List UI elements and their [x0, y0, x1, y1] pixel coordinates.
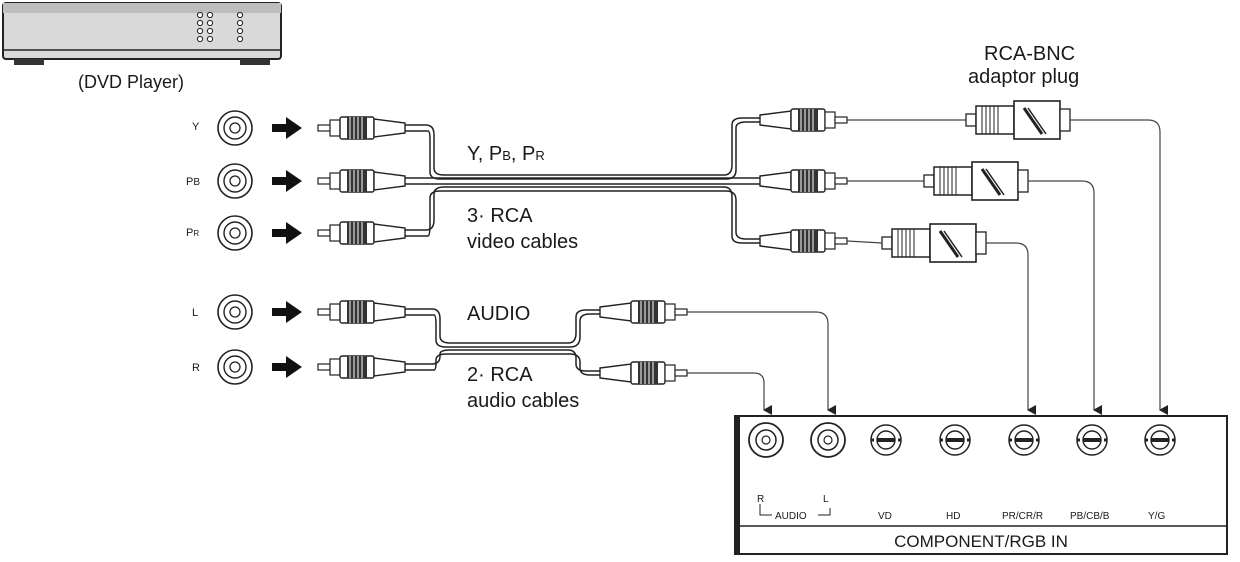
video-cable-bundle [405, 117, 760, 244]
panel-audio-label: AUDIO [775, 511, 807, 522]
arrow-right-icon [272, 170, 302, 192]
jack-label-r: R [192, 362, 200, 374]
panel-port-label-pr: PR/CR/R [1002, 511, 1043, 522]
rca-plug-icon [759, 108, 848, 132]
bnc-adaptor-icon [880, 222, 988, 264]
rca-plug-icon [317, 300, 406, 324]
rca-plug-icon [599, 361, 688, 385]
rca-plug-icon [317, 169, 406, 193]
jack-label-pb: PB [186, 176, 200, 188]
pb-port-icon[interactable] [1076, 424, 1108, 456]
panel-port-label-pb: PB/CB/B [1070, 511, 1110, 522]
video-cable-caption-2: video cables [467, 231, 578, 253]
bnc-adaptor-icon [922, 160, 1030, 202]
arrow-right-icon [272, 117, 302, 139]
panel-port-label-hd: HD [946, 511, 960, 522]
panel-port-label-vd: VD [878, 511, 892, 522]
panel-audio-l-label: L [823, 494, 829, 505]
jack-pb-icon [217, 163, 253, 199]
panel-port-label-y: Y/G [1148, 511, 1165, 522]
arrow-right-icon [272, 222, 302, 244]
adaptor-label-1: RCA-BNC [984, 43, 1075, 65]
panel-title: COMPONENT/RGB IN [894, 532, 1068, 551]
arrow-right-icon [272, 301, 302, 323]
dvd-player-label: (DVD Player) [78, 72, 184, 92]
y-port-icon[interactable] [1144, 424, 1176, 456]
rca-plug-icon [317, 355, 406, 379]
rca-plug-icon [759, 169, 848, 193]
hd-port-icon[interactable] [939, 424, 971, 456]
jack-y-icon [217, 110, 253, 146]
jack-r-icon [217, 349, 253, 385]
vd-port-icon[interactable] [870, 424, 902, 456]
rca-plug-icon [317, 116, 406, 140]
audio-r-port-icon[interactable] [748, 422, 784, 458]
audio-l-port-icon[interactable] [810, 422, 846, 458]
rca-plug-icon [759, 229, 848, 253]
bnc-adaptor-icon [964, 99, 1072, 141]
audio-cable-caption-1: 2· RCA [467, 364, 533, 386]
audio-cable-bundle [405, 308, 600, 376]
panel-audio-r-label: R [757, 494, 764, 505]
jack-pr-icon [217, 215, 253, 251]
rca-plug-icon [317, 221, 406, 245]
jack-label-y: Y [192, 121, 200, 133]
arrow-right-icon [272, 356, 302, 378]
adaptor-label-2: adaptor plug [968, 66, 1079, 88]
jack-l-icon [217, 294, 253, 330]
jack-label-l: L [192, 307, 198, 319]
video-cable-caption-1: 3· RCA [467, 205, 533, 227]
dvd-player-icon [2, 2, 282, 65]
jack-label-pr: PR [186, 227, 199, 239]
audio-cable-caption-2: audio cables [467, 390, 579, 412]
audio-cable-title: AUDIO [467, 303, 530, 325]
pr-port-icon[interactable] [1008, 424, 1040, 456]
video-cable-title: Y, PB, PR [467, 143, 545, 165]
rca-plug-icon [599, 300, 688, 324]
